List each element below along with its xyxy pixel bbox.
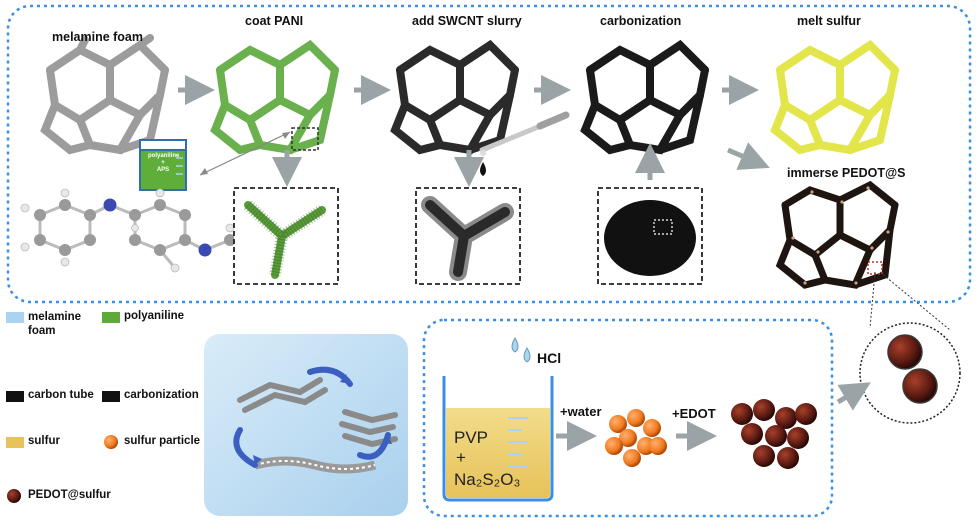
large-beaker	[442, 376, 554, 502]
beaker-pvp: PVP	[454, 428, 489, 447]
transformation-drawing	[233, 366, 398, 474]
legend-sulfur-particle: sulfur particle	[124, 435, 201, 447]
top-arrows	[178, 75, 770, 187]
pedot-sulfur-particles	[731, 399, 817, 469]
legend-carbonization: carbonization	[124, 389, 199, 401]
sulfur-particles	[605, 409, 667, 467]
bottom-process-frame	[422, 318, 834, 518]
step-immerse-pedot-label: immerse PEDOT@S	[787, 166, 906, 180]
step-water-label: +water	[560, 404, 602, 419]
legend-sulfur: sulfur	[28, 435, 60, 447]
hcl-drops	[511, 337, 531, 363]
small-beaker	[139, 139, 187, 191]
pipette	[479, 111, 570, 176]
beaker-na2s2o3: Na₂S₂O₃	[454, 470, 521, 489]
beaker-plus: +	[456, 448, 466, 467]
legend-pedot-sulfur: PEDOT@sulfur	[28, 489, 111, 501]
legend-carbon-tube: carbon tube	[28, 389, 94, 401]
sulfur-foam-structure	[770, 39, 899, 155]
step-melamine-foam-label: melamine foam	[52, 30, 144, 44]
transformation-panel	[204, 334, 408, 516]
small-beaker-line3: APS	[156, 167, 170, 173]
carbonization-detail-box	[597, 187, 703, 285]
pedot-foam-structure	[775, 180, 899, 289]
small-beaker-line2: +	[161, 160, 165, 166]
carbonized-foam-structure	[580, 39, 709, 155]
step-edot-label: +EDOT	[672, 406, 716, 421]
pani-detail-box	[233, 187, 339, 285]
top-process-frame	[6, 4, 972, 304]
step-add-swcnt-label: add SWCNT slurry	[412, 14, 522, 28]
hcl-label: HCl	[537, 350, 562, 366]
legend-melamine-foam: melamine foam	[28, 311, 82, 337]
link-line	[199, 131, 291, 176]
step-melt-sulfur-label: melt sulfur	[797, 14, 861, 28]
melamine-foam-structure	[40, 34, 169, 155]
swcnt-detail-box	[415, 187, 521, 285]
step-coat-pani-label: coat PANI	[245, 14, 304, 28]
pani-foam-structure	[210, 39, 339, 155]
small-beaker-line1: polyaniline	[148, 153, 180, 159]
swcnt-foam-structure	[390, 39, 519, 155]
legend-polyaniline: polyaniline	[124, 310, 185, 322]
step-carbonization-label: carbonization	[600, 14, 682, 28]
legend-swatches	[6, 312, 120, 503]
small-beaker-text: polyaniline + APS	[148, 153, 180, 174]
